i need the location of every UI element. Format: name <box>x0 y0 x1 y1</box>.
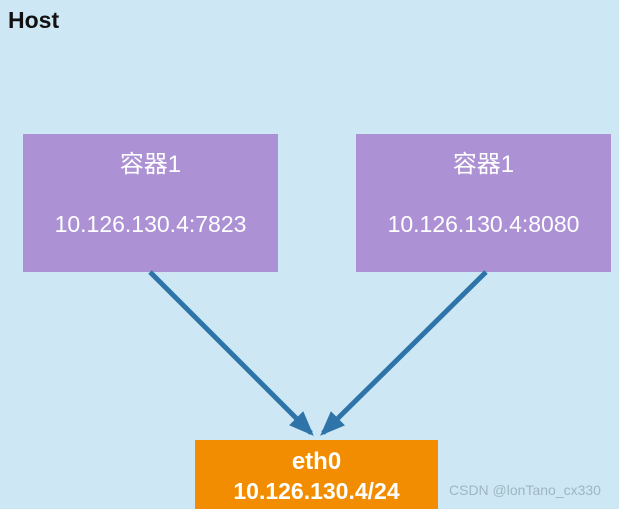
eth0-address: 10.126.130.4/24 <box>233 478 400 504</box>
host-title: Host <box>8 7 60 33</box>
container-1-address: 10.126.130.4:7823 <box>54 211 247 237</box>
container-2-address: 10.126.130.4:8080 <box>387 211 580 237</box>
container-box-2[interactable]: 容器1 10.126.130.4:8080 <box>356 134 611 272</box>
arrow-container-2-to-eth0 <box>320 270 488 436</box>
container-2-title: 容器1 <box>452 151 515 178</box>
watermark-text: CSDN @lonTano_cx330 <box>449 482 601 498</box>
eth0-title: eth0 <box>291 448 342 475</box>
container-1-title: 容器1 <box>119 151 182 178</box>
eth0-interface-box[interactable]: eth0 10.126.130.4/24 <box>195 440 438 509</box>
container-box-1[interactable]: 容器1 10.126.130.4:7823 <box>23 134 278 272</box>
arrow-container-1-to-eth0 <box>148 270 314 436</box>
